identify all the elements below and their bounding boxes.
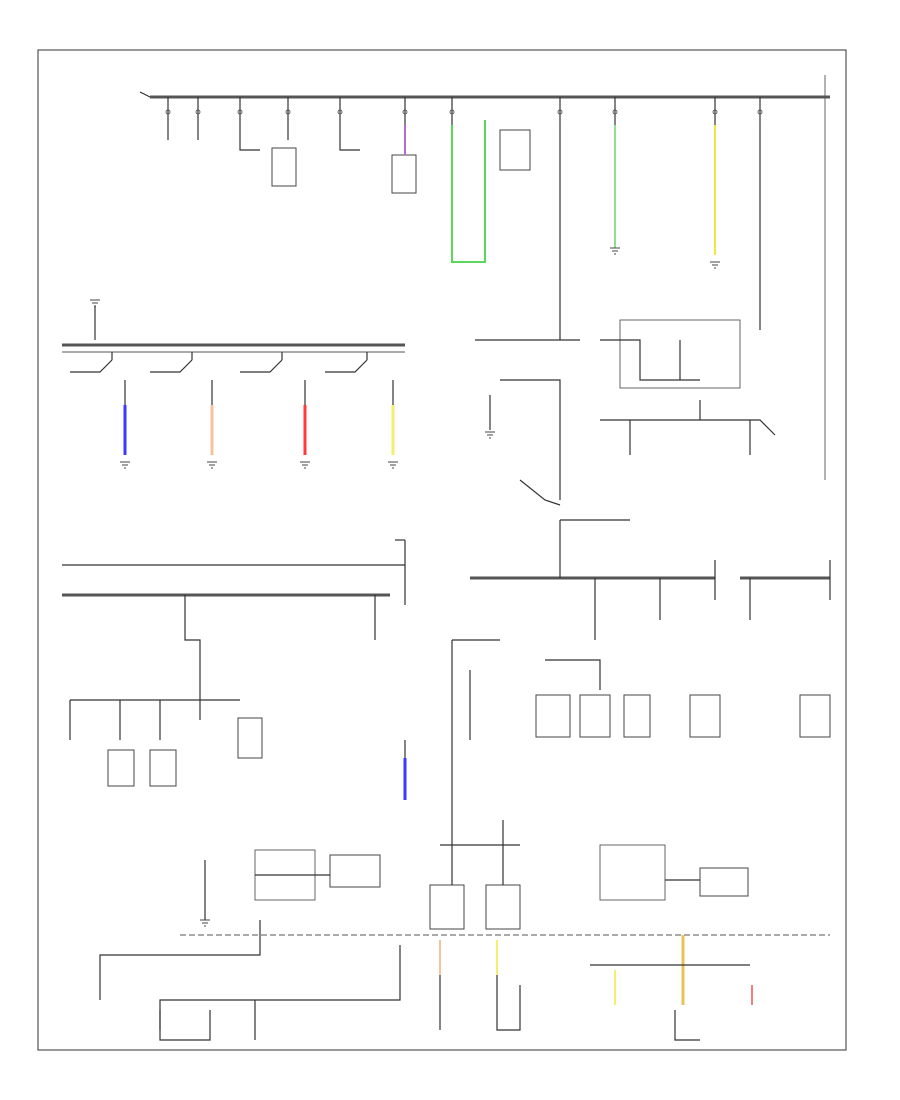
mid-bus-left <box>62 539 406 605</box>
bottom-colored-wires <box>439 935 753 1031</box>
top-fuse-bus <box>139 75 830 480</box>
bottom-right-relays <box>599 844 749 901</box>
top-relays <box>239 129 531 194</box>
bottom-center-modules <box>429 820 521 930</box>
left-colored-wires <box>120 380 398 469</box>
left-lower-components <box>69 595 376 787</box>
top-colored-wires <box>404 120 761 340</box>
diagram-frame <box>37 49 847 1051</box>
top-fuses <box>165 97 763 140</box>
center-junction <box>475 339 580 506</box>
left-switch-row <box>70 352 368 373</box>
right-relay-block <box>600 319 776 455</box>
right-lower-components <box>451 578 831 820</box>
bottom-loads <box>159 1000 700 1041</box>
mid-bus-right <box>470 519 831 600</box>
left-junction <box>62 299 405 353</box>
bottom-left-relays <box>200 849 381 927</box>
